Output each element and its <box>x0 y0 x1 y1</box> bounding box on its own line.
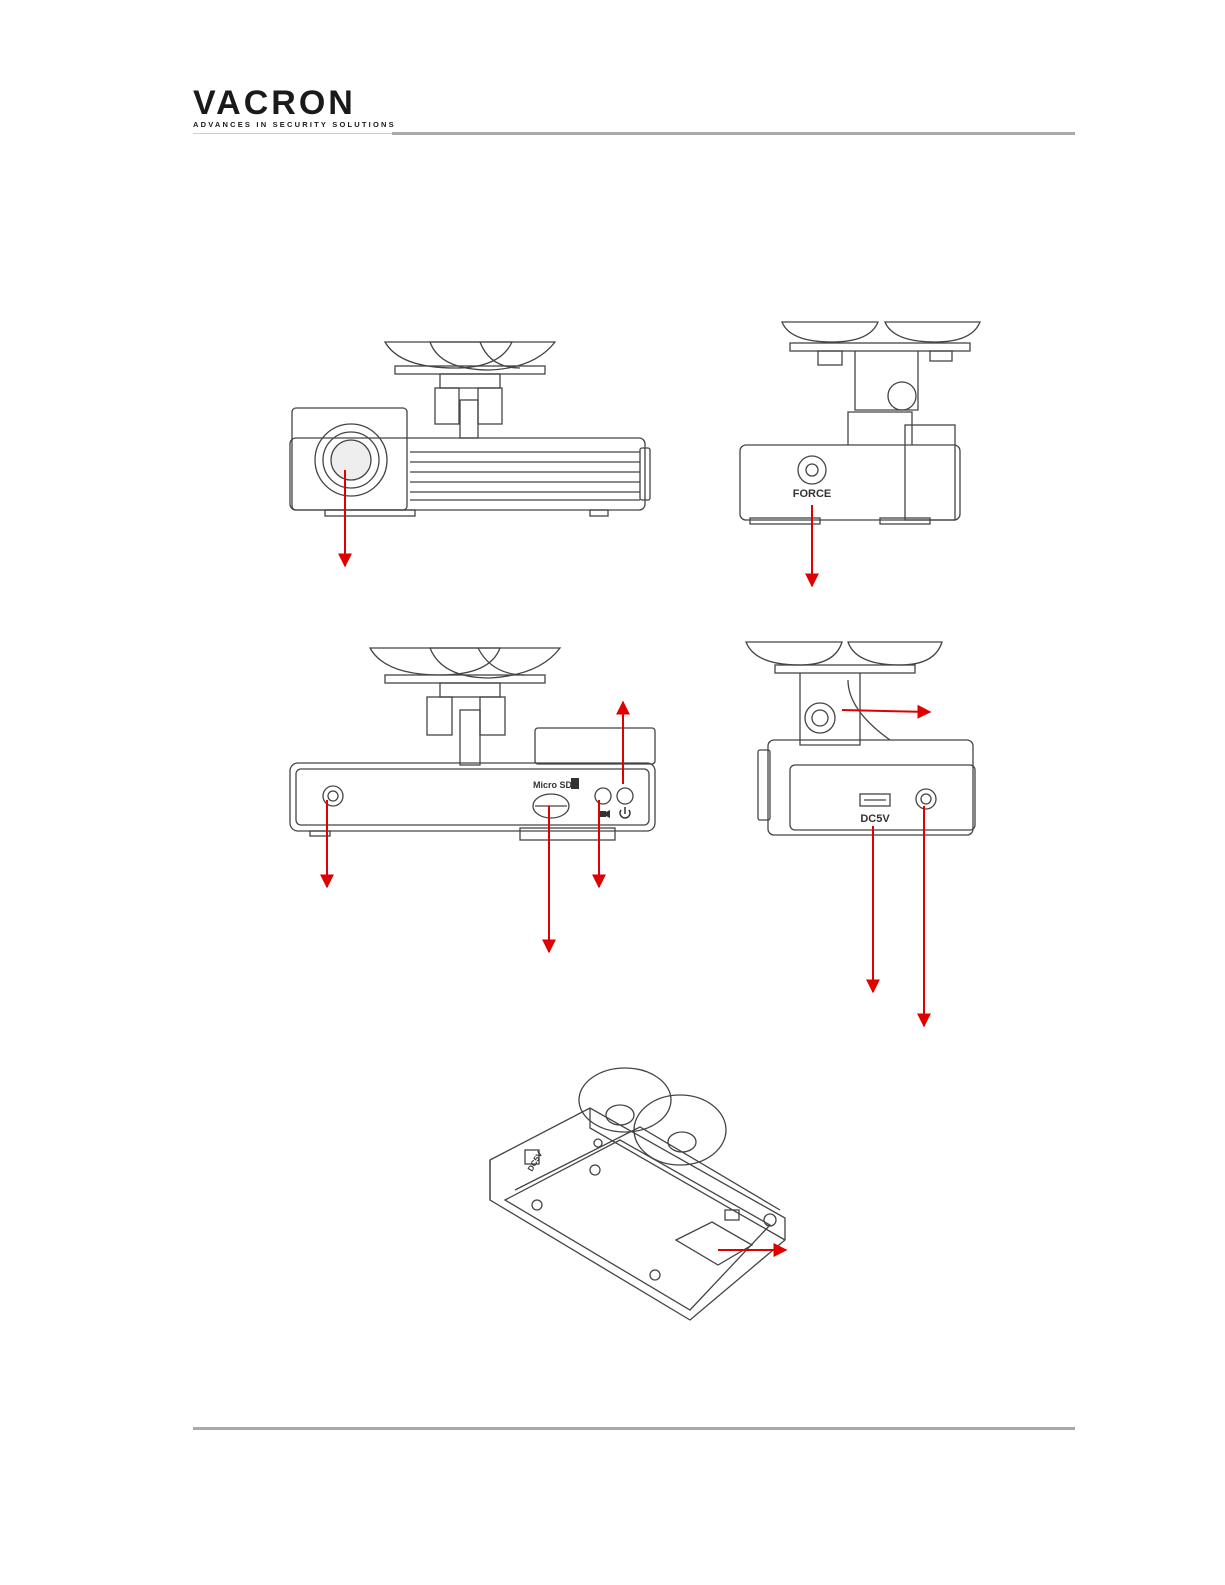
micro-sd-label: Micro SD <box>533 780 573 790</box>
power-icon <box>620 807 630 818</box>
callout-arrow-mount-screw <box>842 710 930 712</box>
figure-bottom-view <box>490 1068 785 1320</box>
force-label: FORCE <box>793 488 832 500</box>
figure-rear-view-dc5v <box>746 642 975 835</box>
figure-side-view-force <box>740 322 980 524</box>
dc5v-label: DC5V <box>860 813 890 825</box>
bottom-dc5v-label: DC5V <box>526 1149 545 1173</box>
sd-card-icon <box>571 778 579 789</box>
footer-rule <box>193 1427 1075 1430</box>
